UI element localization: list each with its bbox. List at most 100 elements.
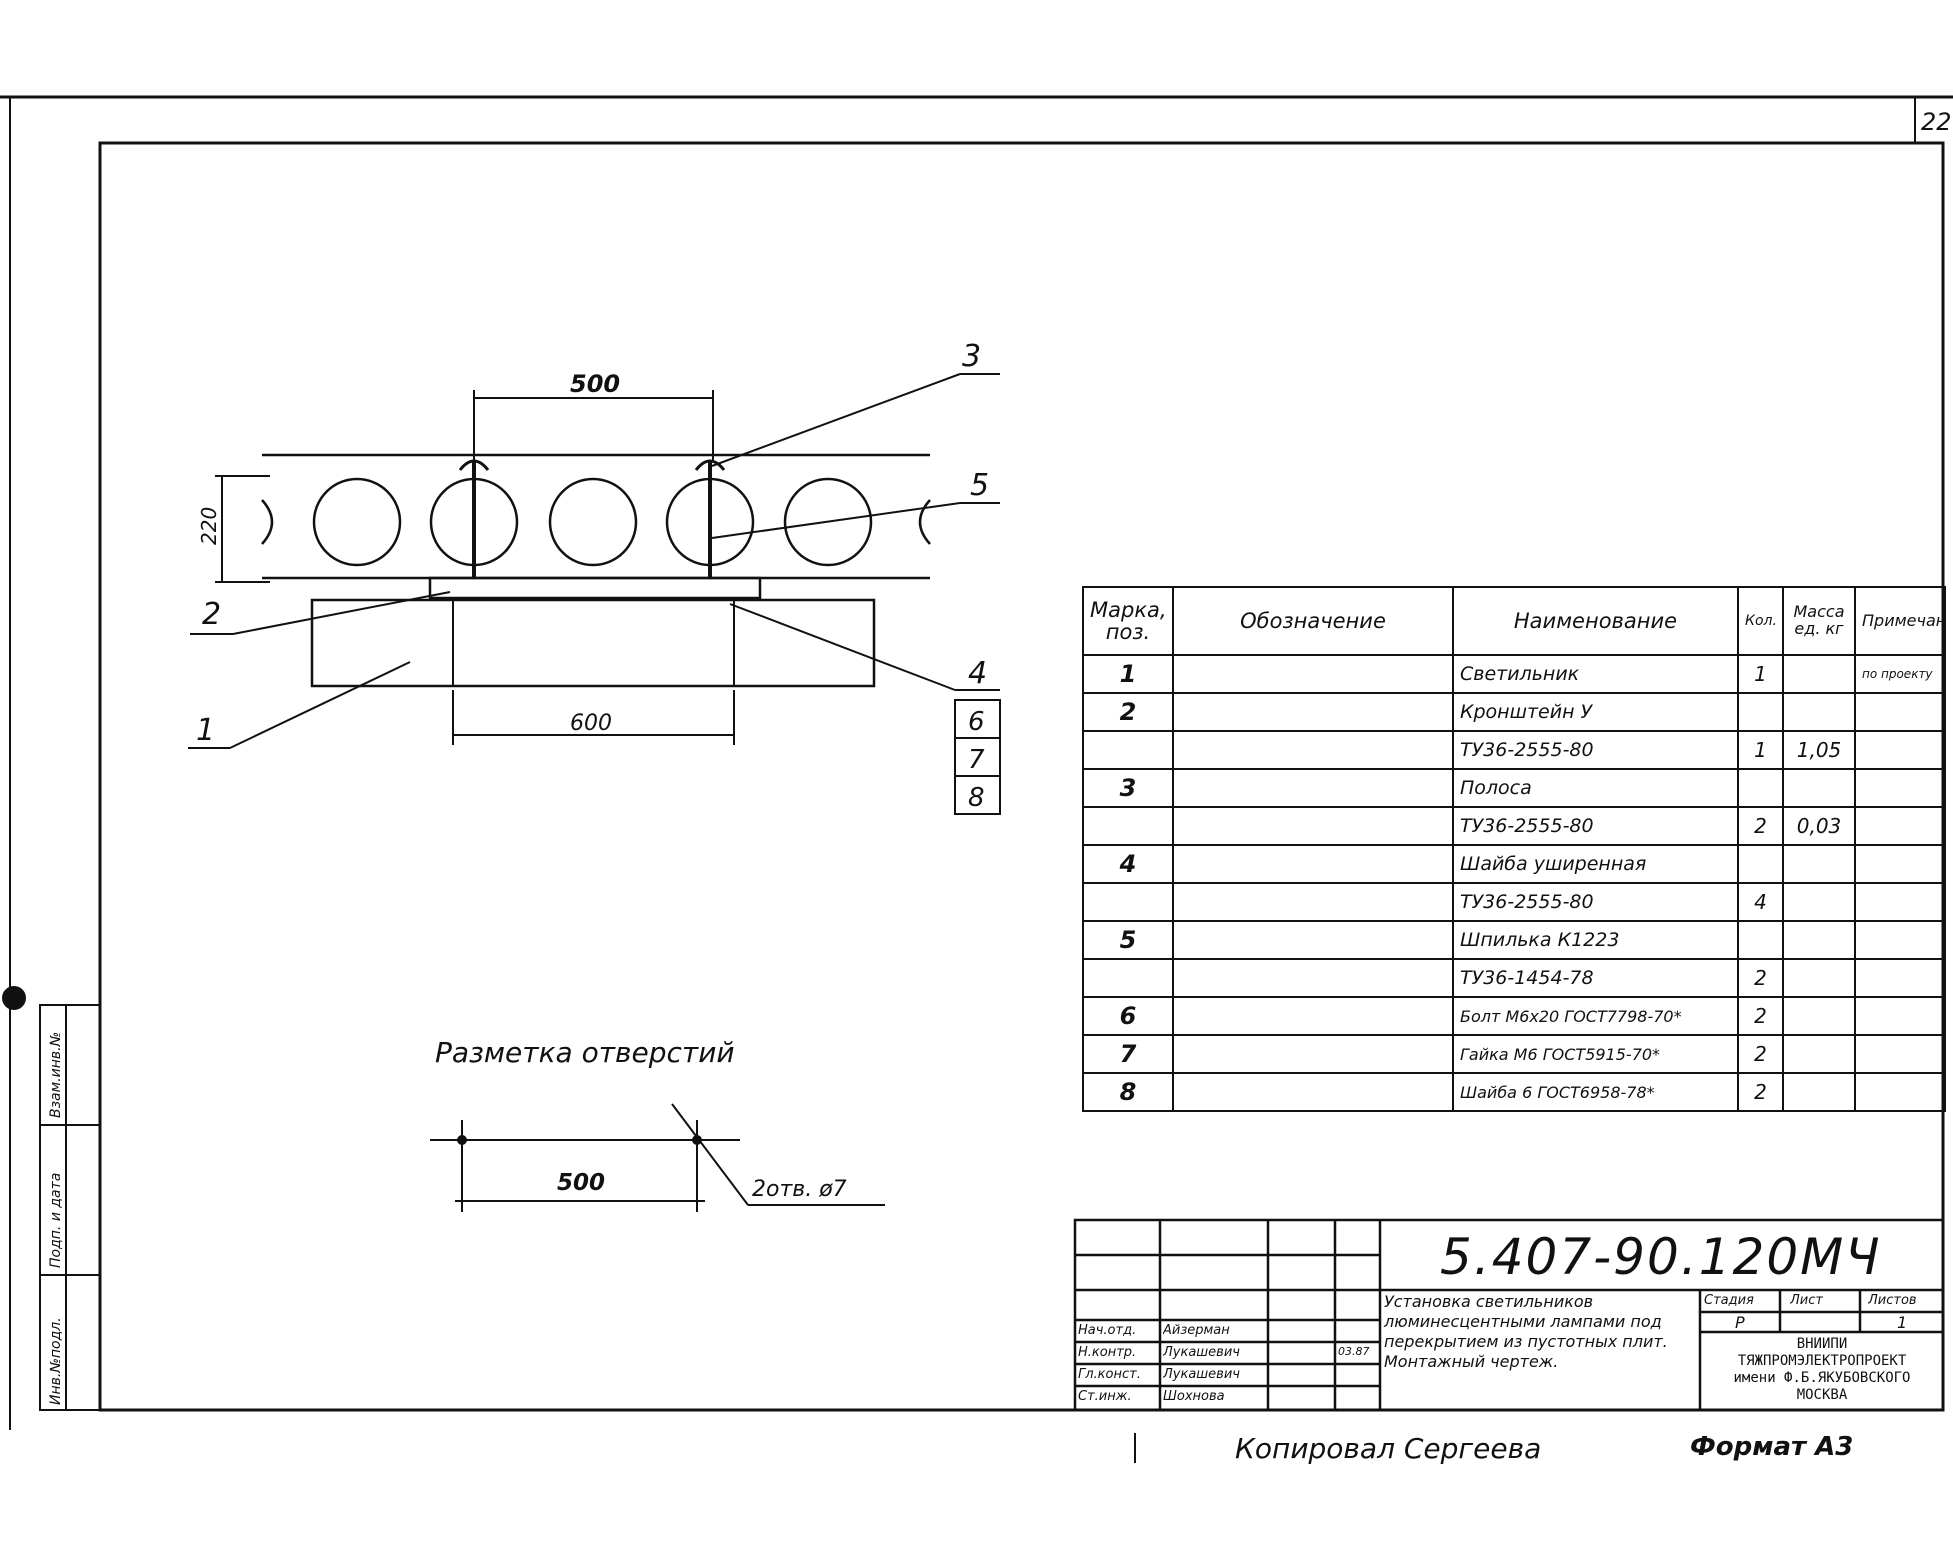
cell-note [1854,920,1946,960]
drawing-title: Установка светильников люминесцентными л… [1384,1292,1668,1371]
header-qty: Кол. [1737,586,1784,656]
role-1: Нач.отд. [1078,1323,1137,1338]
cell-name: Шайба 6 ГОСТ6958-78* [1452,1072,1739,1112]
role-2: Н.контр. [1078,1345,1137,1360]
cell-designation [1172,1072,1454,1112]
cell-name: ТУ36-2555-80 [1452,806,1739,846]
cell-name: Полоса [1452,768,1739,808]
cell-note [1854,692,1946,732]
sheet-header: Лист [1790,1293,1823,1308]
cell-mass [1782,996,1856,1036]
name-4: Шохнова [1163,1389,1225,1404]
cell-name: Гайка М6 ГОСТ5915-70* [1452,1034,1739,1074]
side-stamp-label-3: Взам.инв.№ [48,1032,64,1118]
cell-mass [1782,768,1856,808]
title-block-grid [1073,1218,1945,1412]
cell-pos [1082,730,1174,770]
role-3: Гл.конст. [1078,1367,1141,1382]
header-note: Примечание [1854,586,1946,656]
dim-top-label: 500 [570,370,620,398]
cell-qty [1737,768,1784,808]
cell-name: Шайба уширенная [1452,844,1739,884]
marking-dim-label: 500 [557,1170,605,1196]
cell-note: по проекту [1854,654,1946,694]
callout-5: 5 [970,468,989,503]
cell-qty: 2 [1737,806,1784,846]
cell-note [1854,882,1946,922]
cell-qty: 4 [1737,882,1784,922]
cell-name: ТУ36-1454-78 [1452,958,1739,998]
format-label: Формат А3 [1690,1432,1854,1462]
cell-pos [1082,882,1174,922]
header-pos: Марка, поз. [1082,586,1174,656]
cell-qty: 1 [1737,730,1784,770]
header-name: Наименование [1452,586,1739,656]
callout-4: 4 [968,656,987,691]
cell-name: Болт М6х20 ГОСТ7798-70* [1452,996,1739,1036]
name-1: Айзерман [1163,1323,1230,1338]
cell-qty [1737,844,1784,884]
cell-designation [1172,844,1454,884]
page-number: 22 [1921,108,1952,136]
studs [458,459,726,578]
cell-note [1854,768,1946,808]
org-line-2: ТЯЖПРОМЭЛЕКТРОПРОЕКТ [1737,1353,1907,1369]
callout-2: 2 [202,597,221,632]
leader-lines [188,373,1000,749]
sheets-header: Листов [1868,1293,1917,1308]
cell-mass [1782,958,1856,998]
cell-qty: 2 [1737,958,1784,998]
cell-designation [1172,730,1454,770]
table-row: 7 Гайка М6 ГОСТ5915-70*2 [1082,1034,1946,1074]
dim-bottom-label: 600 [570,711,612,736]
marking-holes-note: 2отв. ø7 [752,1177,847,1202]
cell-note [1854,730,1946,770]
cell-note [1854,1072,1946,1112]
callout-1: 1 [196,713,215,748]
marking-title: Разметка отверстий [435,1036,735,1069]
cell-name: Шпилька К1223 [1452,920,1739,960]
cell-name: ТУ36-2555-80 [1452,882,1739,922]
cell-pos: 6 [1082,996,1174,1036]
bracket-plate [428,576,762,600]
callout-stack-box [954,699,1001,815]
cell-pos: 2 [1082,692,1174,732]
cell-pos: 1 [1082,654,1174,694]
cell-designation [1172,1034,1454,1074]
spec-table-header: Марка, поз. Обозначение Наименование Кол… [1082,586,1946,656]
cell-qty [1737,920,1784,960]
cell-designation [1172,654,1454,694]
cell-designation [1172,920,1454,960]
dim-height-label: 220 [197,507,221,545]
specification-table: Марка, поз. Обозначение Наименование Кол… [1082,586,1946,1112]
cell-mass [1782,654,1856,694]
cell-name: Светильник [1452,654,1739,694]
cell-qty: 2 [1737,1034,1784,1074]
cell-mass [1782,844,1856,884]
document-code: 5.407-90.120МЧ [1440,1228,1882,1286]
cell-mass [1782,1072,1856,1112]
cell-pos [1082,958,1174,998]
cell-note [1854,806,1946,846]
cell-note [1854,844,1946,884]
hollow-slab [261,453,931,580]
cell-designation [1172,768,1454,808]
header-mass: Масса ед. кг [1782,586,1856,656]
cell-pos: 7 [1082,1034,1174,1074]
stage-header: Стадия [1704,1293,1754,1308]
date: 03.87 [1338,1345,1370,1358]
punch-hole [2,986,26,1010]
cell-qty: 2 [1737,1072,1784,1112]
cell-qty: 2 [1737,996,1784,1036]
callout-3: 3 [962,339,981,374]
cell-mass [1782,692,1856,732]
cell-name: Кронштейн У [1452,692,1739,732]
cell-designation [1172,692,1454,732]
